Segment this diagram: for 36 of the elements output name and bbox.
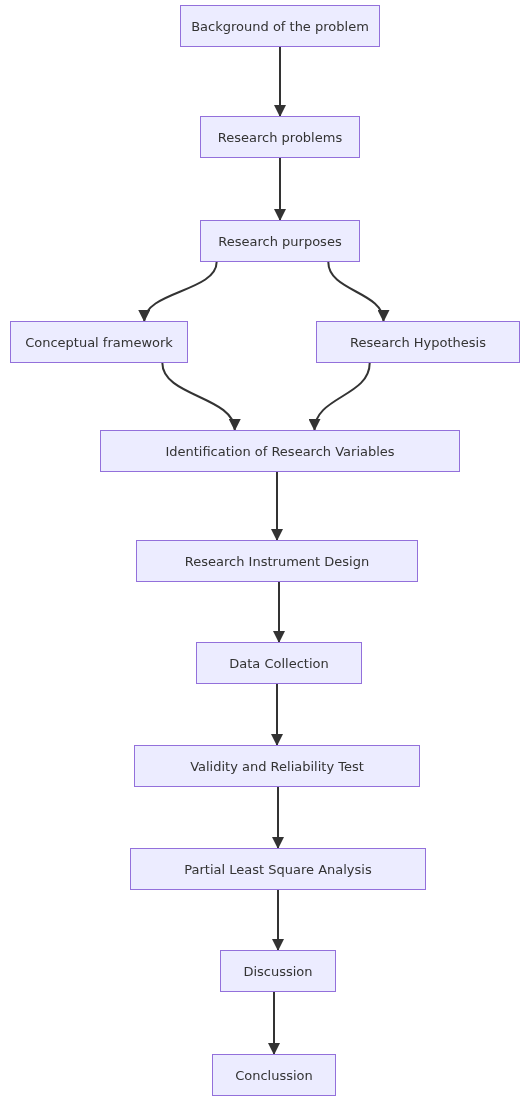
arrow [274,157,286,221]
arrow [140,261,218,322]
process-box [10,321,188,363]
process-box [316,321,520,363]
box-label: Validity and Reliability Test [190,758,364,774]
box-label: Research Instrument Design [184,553,370,569]
box-label: Identification of Research Variables [165,443,395,459]
arrow [268,991,280,1055]
process-box [200,116,360,158]
box-label: Research problems [217,129,343,145]
process-box [212,1054,336,1096]
process-box [136,540,418,582]
arrow [310,362,371,431]
arrow [271,471,283,541]
box-label: Conclussion [235,1067,313,1083]
arrow [272,786,284,849]
process-box [200,220,360,262]
box-label: Conceptual framework [25,334,173,350]
arrow [161,362,239,431]
arrow [274,46,286,117]
process-box [130,848,426,890]
box-label: Research purposes [218,233,342,249]
box-label: Data Collection [229,655,329,671]
arrow [272,889,284,951]
process-box [134,745,420,787]
box-label: Discussion [243,963,313,979]
process-box [196,642,362,684]
box-label: Research Hypothesis [350,334,486,350]
arrow [273,581,285,643]
arrow [327,261,388,322]
process-box [180,5,380,47]
process-box [100,430,460,472]
process-box [220,950,336,992]
arrow [271,683,283,746]
box-label: Background of the problem [191,18,369,34]
box-label: Partial Least Square Analysis [184,861,372,877]
